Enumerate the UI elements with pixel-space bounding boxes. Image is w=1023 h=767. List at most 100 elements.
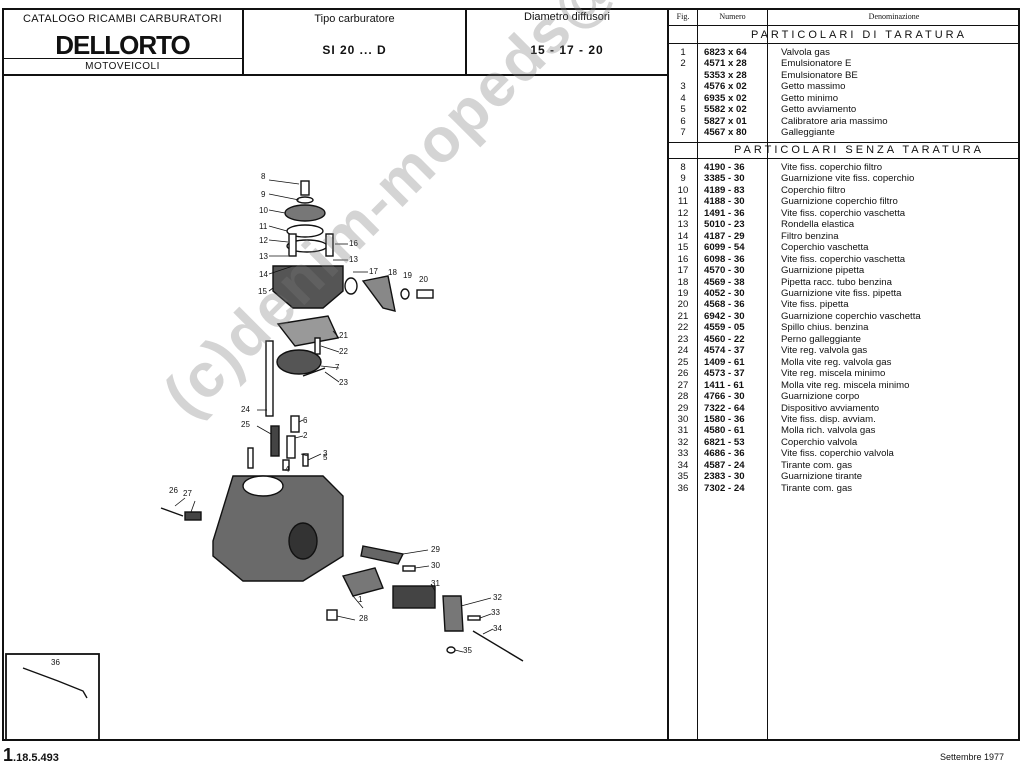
page-code: 1.18.5.493 (3, 745, 59, 766)
part-fig: 13 (677, 219, 689, 231)
part-description: Guarnizione pipetta (781, 265, 865, 277)
intake-throat (242, 475, 284, 497)
part-number: 5827 x 01 (704, 115, 747, 127)
col-header-number: Numero (719, 12, 746, 21)
part-description: Dispositivo avviamento (781, 402, 880, 414)
type-label: Tipo carburatore (314, 13, 395, 25)
callout-number: 5 (323, 453, 328, 462)
throttle-valve (341, 567, 384, 597)
callout-number: 30 (431, 561, 440, 570)
part-fig: 10 (677, 184, 689, 196)
section2-line (668, 158, 1020, 159)
part-fig: 7 (680, 127, 686, 139)
part-number: 5010 - 23 (704, 219, 745, 231)
part-fig: 21 (677, 310, 689, 322)
part-number: 4571 x 28 (704, 58, 747, 70)
part-number: 1411 - 61 (704, 379, 745, 391)
part-fig: 27 (677, 379, 689, 391)
part-description: Valvola gas (781, 47, 830, 58)
diameter-label: Diametro diffusori (524, 11, 610, 23)
idle-jet (247, 447, 254, 469)
fig-col-divider (697, 8, 698, 741)
part-number: 5353 x 28 (704, 69, 747, 81)
part-number: 4187 - 29 (704, 230, 745, 242)
callout-number: 3 (323, 449, 328, 458)
part-fig: 5 (680, 104, 686, 116)
callout-number: 36 (51, 658, 60, 667)
part-description: Guarnizione vite fiss. coperchio (781, 173, 915, 185)
callout-number: 29 (431, 545, 440, 554)
part-number: 4766 - 30 (704, 391, 745, 403)
part-number: 4560 - 22 (704, 333, 745, 345)
callout-number: 20 (419, 275, 428, 284)
part-description: Tirante com. gas (781, 459, 853, 471)
part-fig: 22 (677, 322, 689, 334)
part-number: 6099 - 54 (704, 242, 745, 254)
part-fig: 23 (677, 333, 689, 345)
part-number: 3385 - 30 (704, 173, 745, 185)
part-fig: 31 (677, 425, 689, 437)
valve-cover (442, 595, 464, 632)
part-description: Getto avviamento (781, 104, 857, 116)
part-fig: 32 (677, 436, 689, 448)
part-number: 6098 - 36 (704, 253, 745, 265)
header-divider-2 (465, 8, 467, 76)
part-description: Galleggiante (781, 127, 835, 139)
part-number: 4580 - 61 (704, 425, 745, 437)
part-description: Getto minimo (781, 92, 839, 104)
body-gasket (326, 609, 338, 621)
part-fig: 14 (677, 230, 689, 242)
throttle-spring (392, 585, 436, 609)
part-description: Guarnizione tirante (781, 471, 863, 483)
callout-number: 31 (431, 579, 440, 588)
part-fig: 20 (677, 299, 689, 311)
callout-number: 28 (359, 614, 368, 623)
callout-number: 7 (335, 363, 340, 372)
pipe-screw (416, 289, 434, 299)
outlet-throat (288, 522, 318, 560)
callout-number: 14 (259, 270, 268, 279)
part-fig: 12 (677, 207, 689, 219)
category-label: MOTOVEICOLI (85, 61, 160, 72)
part-description: Guarnizione vite fiss. pipetta (781, 287, 902, 299)
part-fig: 8 (680, 162, 686, 173)
bowl-gasket (276, 315, 340, 347)
callout-number: 1 (358, 595, 363, 604)
logo-separator (2, 58, 243, 59)
part-description: Vite fiss. coperchio vaschetta (781, 207, 906, 219)
callout-number: 19 (403, 271, 412, 280)
mixture-screw-spring (184, 511, 202, 521)
part-description: Pipetta racc. tubo benzina (781, 276, 892, 288)
emulsion-tube (286, 435, 296, 459)
part-description: Vite fiss. pipetta (781, 299, 849, 311)
part-description: Vite fiss. coperchio vaschetta (781, 253, 906, 265)
part-description: Rondella elastica (781, 219, 855, 231)
callout-number: 9 (261, 190, 266, 199)
callout-number: 32 (493, 593, 502, 602)
part-fig: 36 (677, 482, 689, 494)
part-number: 4574 - 37 (704, 345, 745, 357)
part-fig: 30 (677, 413, 689, 425)
brand-logo: DELLORTO (55, 30, 191, 60)
section-other-title: PARTICOLARI SENZA TARATURA (734, 144, 984, 156)
part-number: 7322 - 64 (704, 402, 745, 414)
part-fig: 6 (680, 115, 686, 127)
header-divider-1 (242, 8, 244, 76)
catalog-frame (2, 8, 1020, 741)
part-description: Emulsionatore E (781, 58, 852, 70)
callout-number: 23 (339, 378, 348, 387)
